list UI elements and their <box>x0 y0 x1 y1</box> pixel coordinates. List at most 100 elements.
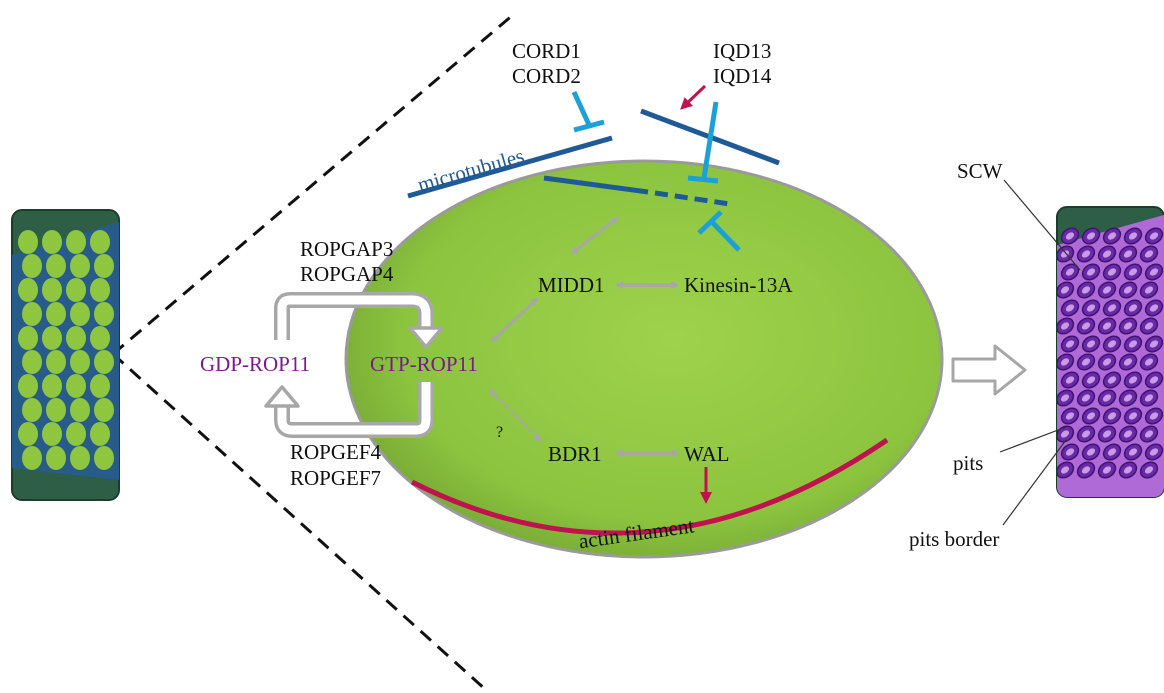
cell-dot <box>22 302 42 326</box>
ropgap-cycle-arrow <box>274 292 444 349</box>
cell-dot <box>18 278 38 302</box>
pit <box>1107 376 1117 384</box>
gtp-midd1-arrow <box>490 297 539 343</box>
pit <box>1102 286 1112 294</box>
pit <box>1102 466 1112 474</box>
pit <box>1144 394 1154 402</box>
cell-dot <box>66 230 86 254</box>
cell-dot <box>18 326 38 350</box>
pit <box>1065 304 1075 312</box>
cord-inhibit-icon <box>571 90 605 133</box>
cell-dot <box>90 278 110 302</box>
cord2-label: CORD2 <box>512 64 581 88</box>
cell-dot <box>46 254 66 278</box>
cell-body <box>344 159 944 559</box>
cell-dot <box>70 446 90 470</box>
pit <box>1102 430 1112 438</box>
ropgef-cycle-arrow <box>264 382 434 438</box>
scw-label: SCW <box>957 159 1003 183</box>
cell-dot <box>42 326 62 350</box>
zoom-line-bottom <box>111 352 488 692</box>
wal-label: WAL <box>684 442 730 466</box>
pit <box>1102 358 1112 366</box>
cell-dot <box>42 278 62 302</box>
microtubule-center-dashed <box>654 190 731 207</box>
scw-pointer <box>1003 179 1081 271</box>
pit <box>1081 322 1091 330</box>
midd1-microtubule-arrow <box>570 216 619 255</box>
cell-dot <box>66 422 86 446</box>
midd1-label: MIDD1 <box>538 273 605 297</box>
pit <box>1149 448 1159 456</box>
cell-dot <box>22 350 42 374</box>
pit <box>1144 250 1154 258</box>
cell-dot <box>42 374 62 398</box>
pit <box>1107 340 1117 348</box>
pits-pointer <box>999 426 1067 453</box>
pit <box>1149 340 1159 348</box>
cell-dot <box>66 374 86 398</box>
cell-dot <box>94 446 114 470</box>
pit <box>1081 250 1091 258</box>
iqd-inhibit-icon <box>687 101 719 184</box>
iqd14-label: IQD14 <box>713 64 772 88</box>
pit <box>1060 394 1070 402</box>
pit <box>1123 466 1133 474</box>
pit <box>1128 304 1138 312</box>
pit <box>1086 268 1096 276</box>
pit <box>1086 340 1096 348</box>
xylem-cell-icon <box>11 209 120 501</box>
pit <box>1086 448 1096 456</box>
cell-dot <box>94 254 114 278</box>
gtp-bdr1-arrow <box>488 388 542 442</box>
pit <box>1123 430 1133 438</box>
cell-dot <box>18 374 38 398</box>
cell-dot <box>22 254 42 278</box>
pit <box>1102 250 1112 258</box>
zoom-line-top <box>112 12 515 356</box>
cell-dot <box>66 278 86 302</box>
pit <box>1149 376 1159 384</box>
pit <box>1081 466 1091 474</box>
pit <box>1065 340 1075 348</box>
question-mark-label: ? <box>496 424 503 441</box>
ropgef7-label: ROPGEF7 <box>290 466 381 490</box>
pit <box>1081 286 1091 294</box>
pit <box>1065 412 1075 420</box>
cell-dot <box>22 446 42 470</box>
pit <box>1128 376 1138 384</box>
pit <box>1102 322 1112 330</box>
cell-dot <box>42 422 62 446</box>
pits-border-label: pits border <box>909 527 999 551</box>
pit <box>1123 358 1133 366</box>
pit <box>1123 322 1133 330</box>
pit <box>1144 322 1154 330</box>
bdr1-label: BDR1 <box>548 442 602 466</box>
cell-dot <box>18 230 38 254</box>
pit <box>1107 304 1117 312</box>
pit <box>1144 466 1154 474</box>
cell-dot <box>46 350 66 374</box>
pit <box>1086 304 1096 312</box>
ropgap3-label: ROPGAP3 <box>300 237 393 261</box>
pit <box>1149 232 1159 240</box>
pits-label: pits <box>953 451 983 475</box>
cell-dot <box>46 302 66 326</box>
pit <box>1123 286 1133 294</box>
pit <box>1081 430 1091 438</box>
microtubule-center <box>543 175 649 195</box>
cell-dot <box>70 302 90 326</box>
cell-dot <box>22 398 42 422</box>
pit <box>1128 340 1138 348</box>
ropgap4-label: ROPGAP4 <box>300 262 394 286</box>
cell-dot <box>46 398 66 422</box>
cell-dot <box>94 350 114 374</box>
pit <box>1123 250 1133 258</box>
cell-dot <box>90 422 110 446</box>
pit <box>1128 268 1138 276</box>
pit <box>1128 412 1138 420</box>
pit <box>1128 448 1138 456</box>
cell-dot <box>46 446 66 470</box>
cell-dot <box>70 254 90 278</box>
